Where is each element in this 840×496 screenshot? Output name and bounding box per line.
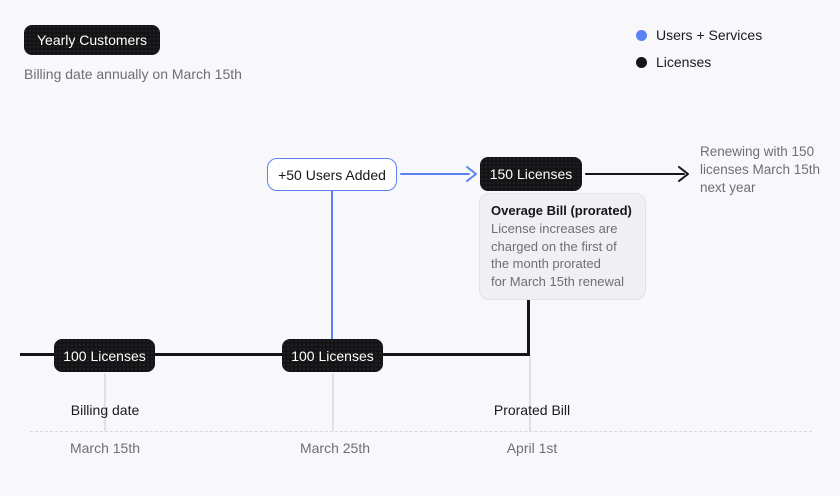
licenses-100-badge-second: 100 Licenses xyxy=(282,339,383,372)
overage-bill-title: Overage Bill (prorated) xyxy=(491,203,632,218)
users-added-callout: +50 Users Added xyxy=(267,158,397,191)
legend-label-licenses: Licenses xyxy=(656,54,712,70)
renewal-note: Renewing with 150 licenses March 15th ne… xyxy=(700,143,832,197)
legend-item-licenses: Licenses xyxy=(636,54,762,70)
overage-bill-note: Overage Bill (prorated) License increase… xyxy=(479,193,646,300)
users-added-connector-line xyxy=(331,190,333,340)
licenses-100-label: 100 Licenses xyxy=(63,347,146,364)
tick-april-1 xyxy=(529,356,531,431)
licenses-150-label: 150 Licenses xyxy=(489,166,573,182)
billing-subtitle: Billing date annually on March 15th xyxy=(24,66,242,82)
overage-bill-body-line: charged on the first of xyxy=(491,238,617,254)
licenses-dot-icon xyxy=(636,56,647,68)
page-title: Yearly Customers xyxy=(37,32,147,48)
blue-arrow-icon xyxy=(400,166,477,182)
legend: Users + Services Licenses xyxy=(636,27,762,81)
licenses-100-badge-first: 100 Licenses xyxy=(54,339,155,372)
date-april-1: April 1st xyxy=(506,440,558,456)
legend-item-users-services: Users + Services xyxy=(636,27,762,43)
black-arrow-icon xyxy=(585,166,689,182)
licenses-timeline-line xyxy=(20,353,530,356)
tick-march-15 xyxy=(104,373,106,431)
licenses-150-badge: 150 Licenses xyxy=(480,157,582,191)
users-services-dot-icon xyxy=(636,29,647,41)
tick-march-25 xyxy=(332,373,334,431)
overage-bill-body-line: the month prorated xyxy=(491,256,601,271)
prorated-bill-label: Prorated Bill xyxy=(493,402,571,418)
legend-label-users-services: Users + Services xyxy=(656,27,763,43)
users-added-label: +50 Users Added xyxy=(278,166,386,183)
renewal-note-line: licenses March 15th xyxy=(700,162,821,177)
licenses-100-label: 100 Licenses xyxy=(291,347,374,364)
date-march-25: March 25th xyxy=(299,440,371,456)
overage-bill-body-line: for March 15th renewal xyxy=(491,273,624,289)
overage-bill-body-line: License increases are xyxy=(491,221,618,236)
renewal-note-line: Renewing with 150 xyxy=(700,144,815,159)
page-title-badge: Yearly Customers xyxy=(24,25,160,55)
billing-date-label: Billing date xyxy=(70,402,140,418)
licenses-step-up-line xyxy=(527,292,530,356)
renewal-note-line: next year xyxy=(700,180,756,195)
date-march-15: March 15th xyxy=(69,440,141,456)
date-axis-line xyxy=(30,431,812,432)
